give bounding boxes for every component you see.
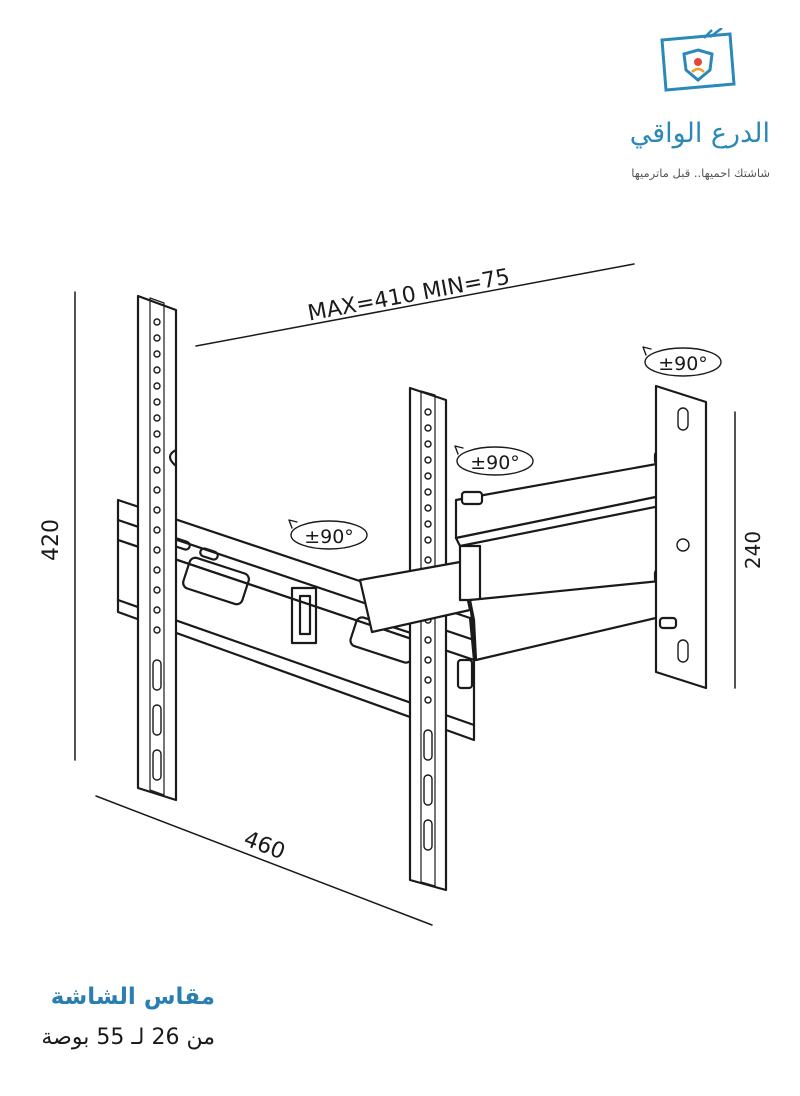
screen-size-range: من 26 لـ 55 بوصة	[41, 1025, 215, 1050]
wall-plate	[654, 384, 708, 690]
brand-logo: الدرع الواقي شاشتك احميها.. قبل ماترميها	[612, 28, 782, 179]
vesa-dimension-label: MAX=410 MIN=75	[306, 265, 512, 327]
brand-name: الدرع الواقي	[629, 118, 770, 149]
articulating-arms	[358, 450, 692, 662]
height-dimension-label: 420	[39, 519, 64, 561]
rotation-label-2: ±90°	[470, 452, 520, 474]
plate-height-label: 240	[741, 531, 765, 569]
right-vertical-bracket	[408, 386, 448, 892]
rotation-label-1: ±90°	[304, 526, 354, 548]
width-dimension-label: 460	[240, 827, 288, 865]
rotation-arrows	[288, 346, 722, 550]
screen-size-title: مقاس الشاشة	[50, 984, 215, 1010]
left-vertical-bracket	[136, 294, 178, 802]
dimension-lines	[74, 263, 736, 926]
shield-tv-icon	[660, 28, 736, 92]
rotation-label-3: ±90°	[658, 353, 708, 375]
brand-tagline: شاشتك احميها.. قبل ماترميها	[631, 166, 770, 180]
